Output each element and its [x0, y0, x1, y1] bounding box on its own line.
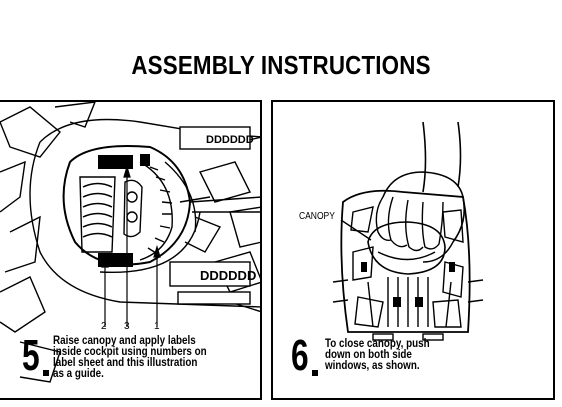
cockpit-illustration: DDDDDD DDDDDD — [0, 102, 260, 383]
step-5-panel: DDDDDD DDDDDD 2 3 1 5 Raise canopy and a… — [0, 100, 262, 400]
step-5-number: 5 — [22, 331, 40, 380]
step-5-text: Raise canopy and apply labels inside coc… — [53, 333, 207, 380]
page-title: ASSEMBLY INSTRUCTIONS — [131, 50, 431, 80]
step-6-panel: CANOPY 6 To close canopy, push down on b… — [271, 100, 555, 400]
canopy-illustration — [332, 121, 484, 341]
step-6-dot — [312, 370, 318, 376]
callout-2: 2 — [101, 321, 107, 332]
decal-strip-bottom: DDDDDD — [200, 268, 256, 283]
callout-1: 1 — [154, 321, 160, 332]
step-6-number: 6 — [291, 331, 309, 380]
step-6-text: To close canopy, push down on both side … — [325, 336, 430, 372]
callout-3: 3 — [124, 321, 130, 332]
canopy-label: CANOPY — [299, 211, 335, 222]
decal-strip-top: DDDDDD — [206, 134, 254, 146]
step-5-dot — [43, 370, 49, 376]
